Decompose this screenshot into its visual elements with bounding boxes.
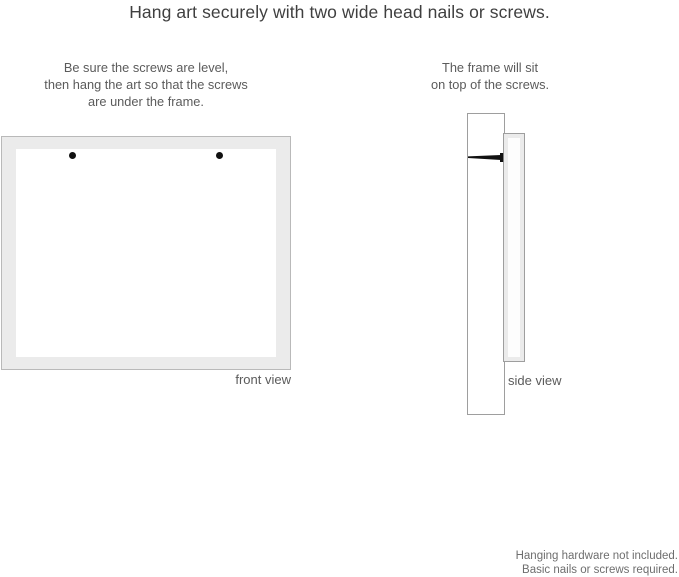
nail-icon — [468, 153, 506, 162]
screw-dot-icon-right — [216, 152, 223, 159]
footer-line-1: Hanging hardware not included. — [515, 550, 678, 562]
front-view-caption-line-2: then hang the art so that the screws — [44, 77, 248, 92]
picture-frame-mat — [16, 149, 276, 357]
front-view-caption-line-1: Be sure the screws are level, — [63, 60, 229, 75]
frame-side-profile — [503, 133, 525, 362]
front-view-label: front view — [235, 372, 291, 387]
side-view-caption-line-1: The frame will sit — [442, 60, 538, 75]
wall-rectangle — [467, 113, 505, 415]
front-view-diagram — [1, 136, 291, 370]
footer-disclaimer: Hanging hardware not included. Basic nai… — [516, 549, 678, 577]
side-view-caption: The frame will sit on top of the screws. — [400, 59, 580, 93]
front-view-caption-line-3: are under the frame. — [88, 94, 204, 109]
front-view-caption: Be sure the screws are level, then hang … — [0, 59, 292, 110]
footer-line-2: Basic nails or screws required. — [522, 564, 678, 576]
page-title: Hang art securely with two wide head nai… — [129, 2, 550, 22]
side-view-caption-line-2: on top of the screws. — [430, 77, 550, 92]
side-view-diagram — [455, 105, 575, 425]
screw-dot-icon-left — [69, 152, 76, 159]
side-view-label: side view — [508, 373, 562, 388]
frame-side-inner — [508, 138, 520, 357]
